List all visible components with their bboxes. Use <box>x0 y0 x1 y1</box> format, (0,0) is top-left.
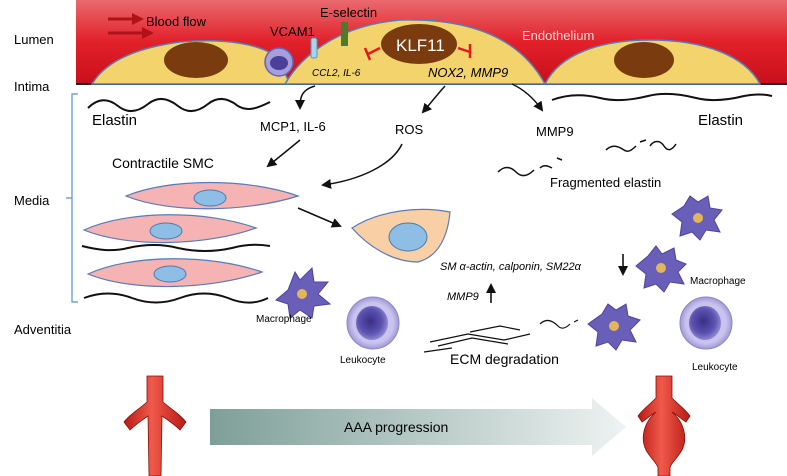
label-nox2-mmp9: NOX2, MMP9 <box>428 65 508 80</box>
label-mmp9-italic: MMP9 <box>447 291 479 303</box>
inhibition-right-icon <box>457 44 472 58</box>
arrow-nox2-to-ros <box>421 85 446 114</box>
label-elastin-left: Elastin <box>92 112 137 129</box>
label-e-selectin: E-selectin <box>320 5 377 20</box>
label-leukocyte-right: Leukocyte <box>692 362 738 373</box>
arrow-mmp9-to-mmp9 <box>511 83 544 112</box>
elastin-fiber-mid <box>81 243 271 252</box>
label-fragmented-elastin: Fragmented elastin <box>550 175 661 190</box>
label-leukocyte-left: Leukocyte <box>340 355 386 366</box>
label-endothelium: Endothelium <box>522 28 594 43</box>
elastin-fiber-top-left <box>87 98 271 112</box>
vcam1-icon <box>310 37 318 59</box>
macrophage-right-middle-icon <box>635 245 687 293</box>
label-blood-flow: Blood flow <box>146 14 207 29</box>
adhering-leukocyte-nucleus <box>270 56 288 70</box>
e-selectin-icon <box>341 22 348 46</box>
label-intima: Intima <box>14 79 50 94</box>
macrophage-right-bottom-icon <box>587 303 641 351</box>
label-lumen: Lumen <box>14 32 54 47</box>
label-macrophage-left: Macrophage <box>256 314 312 325</box>
label-adventitia: Adventitia <box>14 322 72 337</box>
smc-nucleus-1 <box>193 189 227 207</box>
normal-aorta-icon <box>123 375 187 476</box>
smc-nucleus-3 <box>153 265 187 283</box>
label-vcam1: VCAM1 <box>270 24 315 39</box>
macrophage-right-top-icon <box>671 195 723 241</box>
aaa-progression-arrow <box>210 398 626 456</box>
klf11-nucleus <box>381 24 457 64</box>
arrow-mcp1-to-smc <box>266 139 301 168</box>
macrophage-left-icon <box>274 266 332 319</box>
endothelial-nucleus-left <box>164 42 228 78</box>
label-contractile-smc: Contractile SMC <box>112 155 214 171</box>
ecm-fragments-icon <box>423 319 579 353</box>
elastin-fiber-top-right <box>551 92 773 102</box>
blood-flow-arrow-icon <box>108 13 154 39</box>
leukocyte-right-icon <box>679 296 733 350</box>
elastin-fiber-bottom <box>83 292 269 304</box>
inhibition-left-icon <box>363 46 381 61</box>
label-ecm-degradation: ECM degradation <box>450 351 559 367</box>
arrow-ros-to-smc <box>321 143 403 189</box>
label-ros: ROS <box>395 122 424 137</box>
label-mcp1-il6: MCP1, IL-6 <box>260 119 326 134</box>
endothelial-nucleus-right <box>614 42 674 78</box>
arrow-smc-switch <box>297 207 342 228</box>
label-elastin-right: Elastin <box>698 112 743 129</box>
smc-nucleus-2 <box>149 222 183 240</box>
label-aaa-progression: AAA progression <box>344 419 448 435</box>
fragmented-elastin-icon <box>497 139 677 177</box>
label-ccl2-il6: CCL2, IL-6 <box>312 68 361 79</box>
label-media: Media <box>14 193 50 208</box>
synthetic-smc-nucleus <box>388 222 428 252</box>
arrow-ccl2-to-mcp1 <box>295 85 316 110</box>
label-macrophage-right: Macrophage <box>690 276 746 287</box>
label-mmp9: MMP9 <box>536 124 574 139</box>
media-bracket <box>66 93 78 303</box>
aneurysm-aorta-icon <box>637 375 691 476</box>
leukocyte-left-icon <box>346 296 400 350</box>
label-klf11: KLF11 <box>396 36 445 55</box>
label-sm-markers: SM α-actin, calponin, SM22α <box>440 261 582 273</box>
